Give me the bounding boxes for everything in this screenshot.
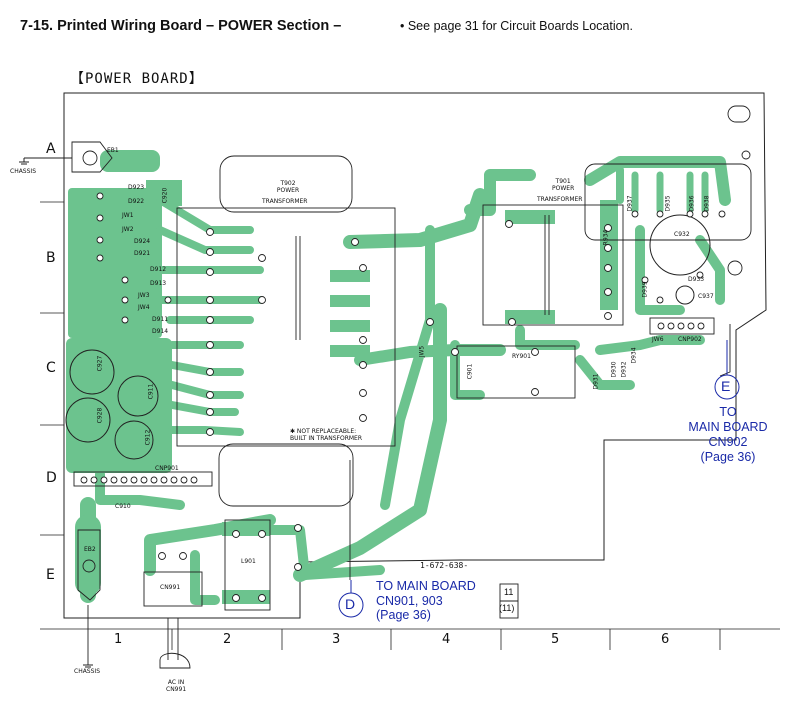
part-label: D939 [641, 281, 649, 298]
c927-label: C927 [96, 355, 104, 372]
part-label: D924 [134, 238, 151, 245]
part-label: R934 [602, 229, 610, 246]
chassis-label-bottom: CHASSIS [74, 668, 101, 675]
c928-label: C928 [96, 407, 104, 424]
col-label-1: 1 [114, 632, 123, 647]
capacitors [65, 214, 711, 460]
part-label: C920 [161, 187, 169, 204]
copper-traces [66, 150, 731, 605]
row-label-a: A [46, 141, 56, 157]
grid-lines [40, 201, 780, 650]
connection-d-label[interactable]: TO MAIN BOARD CN901, 903 (Page 36) [376, 579, 476, 622]
ry901-body [456, 345, 576, 399]
part-label: D936 [688, 195, 696, 212]
part-label: D911 [152, 316, 169, 323]
eb2-label: EB2 [84, 546, 96, 553]
part-label: D922 [128, 198, 145, 205]
col-label-4: 4 [442, 632, 451, 647]
row-label-c: C [46, 360, 56, 376]
part-label: D933 [688, 276, 705, 283]
location-note: • See page 31 for Circuit Boards Locatio… [400, 19, 633, 33]
part-label: D923 [128, 184, 145, 191]
chassis-label-top: CHASSIS [10, 168, 37, 175]
col-label-2: 2 [223, 632, 232, 647]
page-title: 7-15. Printed Wiring Board – POWER Secti… [20, 18, 342, 34]
component-outlines [24, 105, 752, 669]
cn991-label: CN991 [160, 584, 181, 591]
part-label: D913 [150, 280, 167, 287]
board-part-number: 1-672-638- [420, 561, 469, 570]
c901-label: C901 [466, 363, 474, 380]
marker-e-letter: E [721, 378, 731, 394]
t902-type: TRANSFORMER [262, 198, 308, 205]
col-label-5: 5 [551, 632, 560, 647]
l901-label: L901 [241, 558, 256, 565]
jw6-label: JW6 [652, 336, 664, 343]
part-label: D914 [152, 328, 169, 335]
board-version: 11 [504, 587, 514, 597]
c910-label: C910 [115, 503, 131, 510]
cn991-body [143, 571, 203, 607]
board-outline [63, 92, 767, 619]
part-label: D932 [620, 361, 628, 378]
row-label-e: E [46, 567, 55, 583]
t902-body [219, 155, 353, 213]
t901-frame [482, 204, 624, 326]
c932-label: C932 [674, 231, 690, 238]
part-label: D937 [626, 195, 634, 212]
c912-label: C912 [144, 429, 152, 446]
part-label: D934 [630, 347, 638, 364]
part-label: D938 [703, 195, 711, 212]
cnp901-body [73, 471, 213, 487]
connection-e-label[interactable]: TO MAIN BOARD CN902 (Page 36) [688, 405, 768, 464]
part-label: D931 [592, 373, 600, 390]
part-label: JW3 [138, 292, 150, 299]
row-label-d: D [46, 470, 57, 486]
cnp902-label: CNP902 [678, 336, 702, 343]
col-label-3: 3 [332, 632, 341, 647]
cnp901-label: CNP901 [155, 465, 179, 472]
board-label: 【POWER BOARD】 [70, 71, 204, 87]
t902-frame [176, 207, 396, 447]
t901-type: TRANSFORMER [537, 196, 583, 203]
row-label-b: B [46, 250, 56, 266]
board-version-alt: (11) [499, 603, 515, 613]
c911-label: C911 [147, 383, 155, 400]
marker-d-letter: D [345, 596, 356, 612]
part-label: D912 [150, 266, 167, 273]
part-label: JW2 [122, 226, 134, 233]
ry901-label: RY901 [512, 353, 531, 360]
jw5-label: JW5 [418, 345, 426, 358]
ground-symbols [19, 158, 93, 668]
eb1-label: EB1 [107, 147, 119, 154]
part-label: JW1 [122, 212, 134, 219]
part-label: D921 [134, 250, 151, 257]
connection-markers [338, 340, 740, 618]
cnp902-body [649, 317, 715, 335]
l901-body [224, 519, 271, 611]
t902-lower-body [218, 443, 354, 507]
part-label: JW4 [138, 304, 150, 311]
solder-pads [80, 192, 726, 602]
col-label-6: 6 [661, 632, 670, 647]
part-label: D935 [664, 195, 672, 212]
not-replaceable-note: ✱ NOT REPLACEABLE:BUILT IN TRANSFORMER [290, 428, 363, 442]
part-label: D930 [610, 361, 618, 378]
c937-label: C937 [698, 293, 714, 300]
